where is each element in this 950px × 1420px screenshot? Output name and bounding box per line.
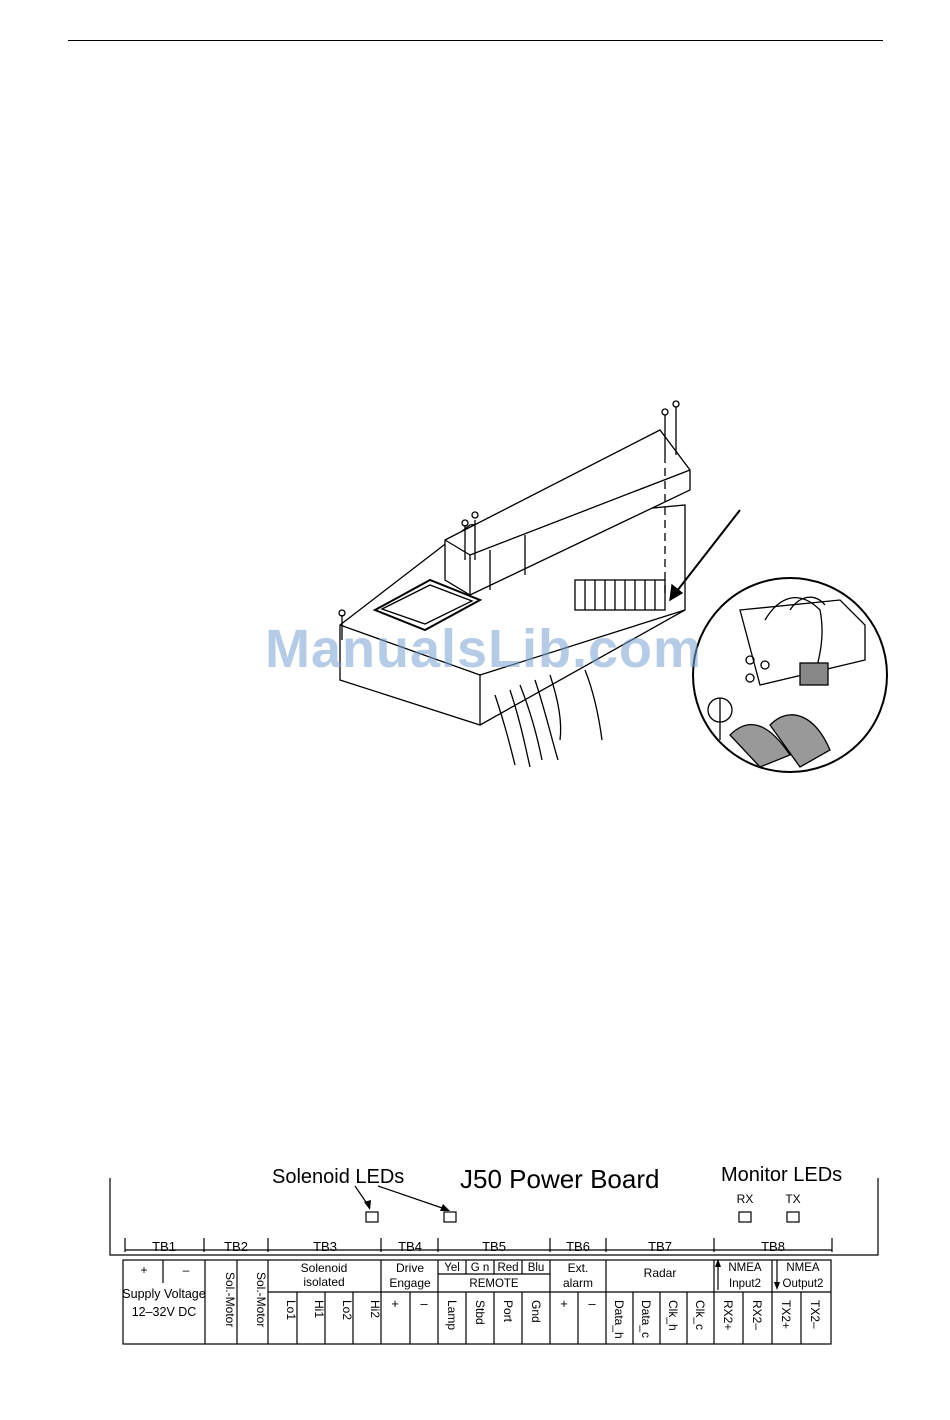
tb8-input-1: NMEA: [728, 1262, 762, 1274]
tb3-terminal-1: Lo1: [284, 1300, 298, 1320]
tb2-label: TB2: [224, 1239, 248, 1254]
tb5-color-4: Blu: [528, 1262, 545, 1274]
tb2-terminal-2: Sol.-Motor: [254, 1272, 268, 1327]
tb3-group-1: Solenoid: [301, 1261, 348, 1275]
tb4-group-2: Engage: [389, 1276, 431, 1290]
tb4-label: TB4: [398, 1239, 422, 1254]
tb5-color-1: Yel: [444, 1262, 460, 1274]
tb8-terminal-2: RX2–: [750, 1300, 764, 1330]
tb6-group-2: alarm: [563, 1276, 593, 1290]
tb3-terminal-2: Hi1: [312, 1300, 326, 1318]
tb7-label: TB7: [648, 1239, 672, 1254]
tb3-terminal-4: Hi2: [368, 1300, 382, 1318]
header-rule: [68, 40, 883, 41]
tb5-color-2: G n: [471, 1262, 490, 1274]
tb4-terminal-1: +: [391, 1296, 399, 1311]
tb8-output-2: Output2: [783, 1278, 824, 1290]
tb2-terminal-1: Sol.-Motor: [223, 1272, 237, 1327]
board-title: J50 Power Board: [460, 1164, 659, 1194]
tb8-output-1: NMEA: [786, 1262, 820, 1274]
tb5-terminal-4: Gnd: [529, 1300, 543, 1323]
tb3-terminal-3: Lo2: [340, 1300, 354, 1320]
tb3-group-2: isolated: [303, 1275, 344, 1289]
tb8-terminal-3: TX2+: [779, 1300, 793, 1329]
watermark: ManualsLib.com: [265, 619, 703, 679]
tb6-group-1: Ext.: [568, 1261, 589, 1275]
tx-led-label: TX: [785, 1192, 800, 1206]
solenoid-leds-label: Solenoid LEDs: [272, 1166, 404, 1188]
tb1-minus: –: [183, 1263, 190, 1277]
tb8-terminal-4: TX2–: [808, 1300, 822, 1329]
tb5-terminal-1: Lamp: [445, 1300, 459, 1330]
tb5-terminal-3: Port: [501, 1300, 515, 1323]
tb8-input-2: Input2: [729, 1278, 761, 1290]
tb6-label: TB6: [566, 1239, 590, 1254]
tb1-label: TB1: [152, 1239, 176, 1254]
rx-led-label: RX: [737, 1192, 754, 1206]
tb4-group-1: Drive: [396, 1261, 424, 1275]
tb7-terminal-2: Data_c: [639, 1300, 653, 1338]
tb4-terminal-2: –: [420, 1296, 428, 1311]
tb3-label: TB3: [313, 1239, 337, 1254]
unit-illustration: [338, 400, 888, 773]
tb1-plus: +: [140, 1263, 147, 1277]
tb5-label: TB5: [482, 1239, 506, 1254]
tb8-label: TB8: [761, 1239, 785, 1254]
monitor-leds-label: Monitor LEDs: [721, 1164, 842, 1186]
tb7-group: Radar: [644, 1266, 677, 1280]
tb5-color-3: Red: [497, 1262, 518, 1274]
tb1-line2: 12–32V DC: [132, 1305, 197, 1319]
tb8-terminal-1: RX2+: [721, 1300, 735, 1330]
tb7-terminal-3: Clk_h: [666, 1300, 680, 1331]
tb5-group: REMOTE: [469, 1278, 519, 1290]
tb6-terminal-2: –: [588, 1296, 596, 1311]
tb7-terminal-1: Data_h: [612, 1300, 626, 1339]
tb6-terminal-1: +: [560, 1296, 568, 1311]
tb7-terminal-4: Clk_c: [693, 1300, 707, 1330]
tb1-line1: Supply Voltage: [122, 1287, 205, 1301]
tb5-terminal-2: Stbd: [473, 1300, 487, 1325]
